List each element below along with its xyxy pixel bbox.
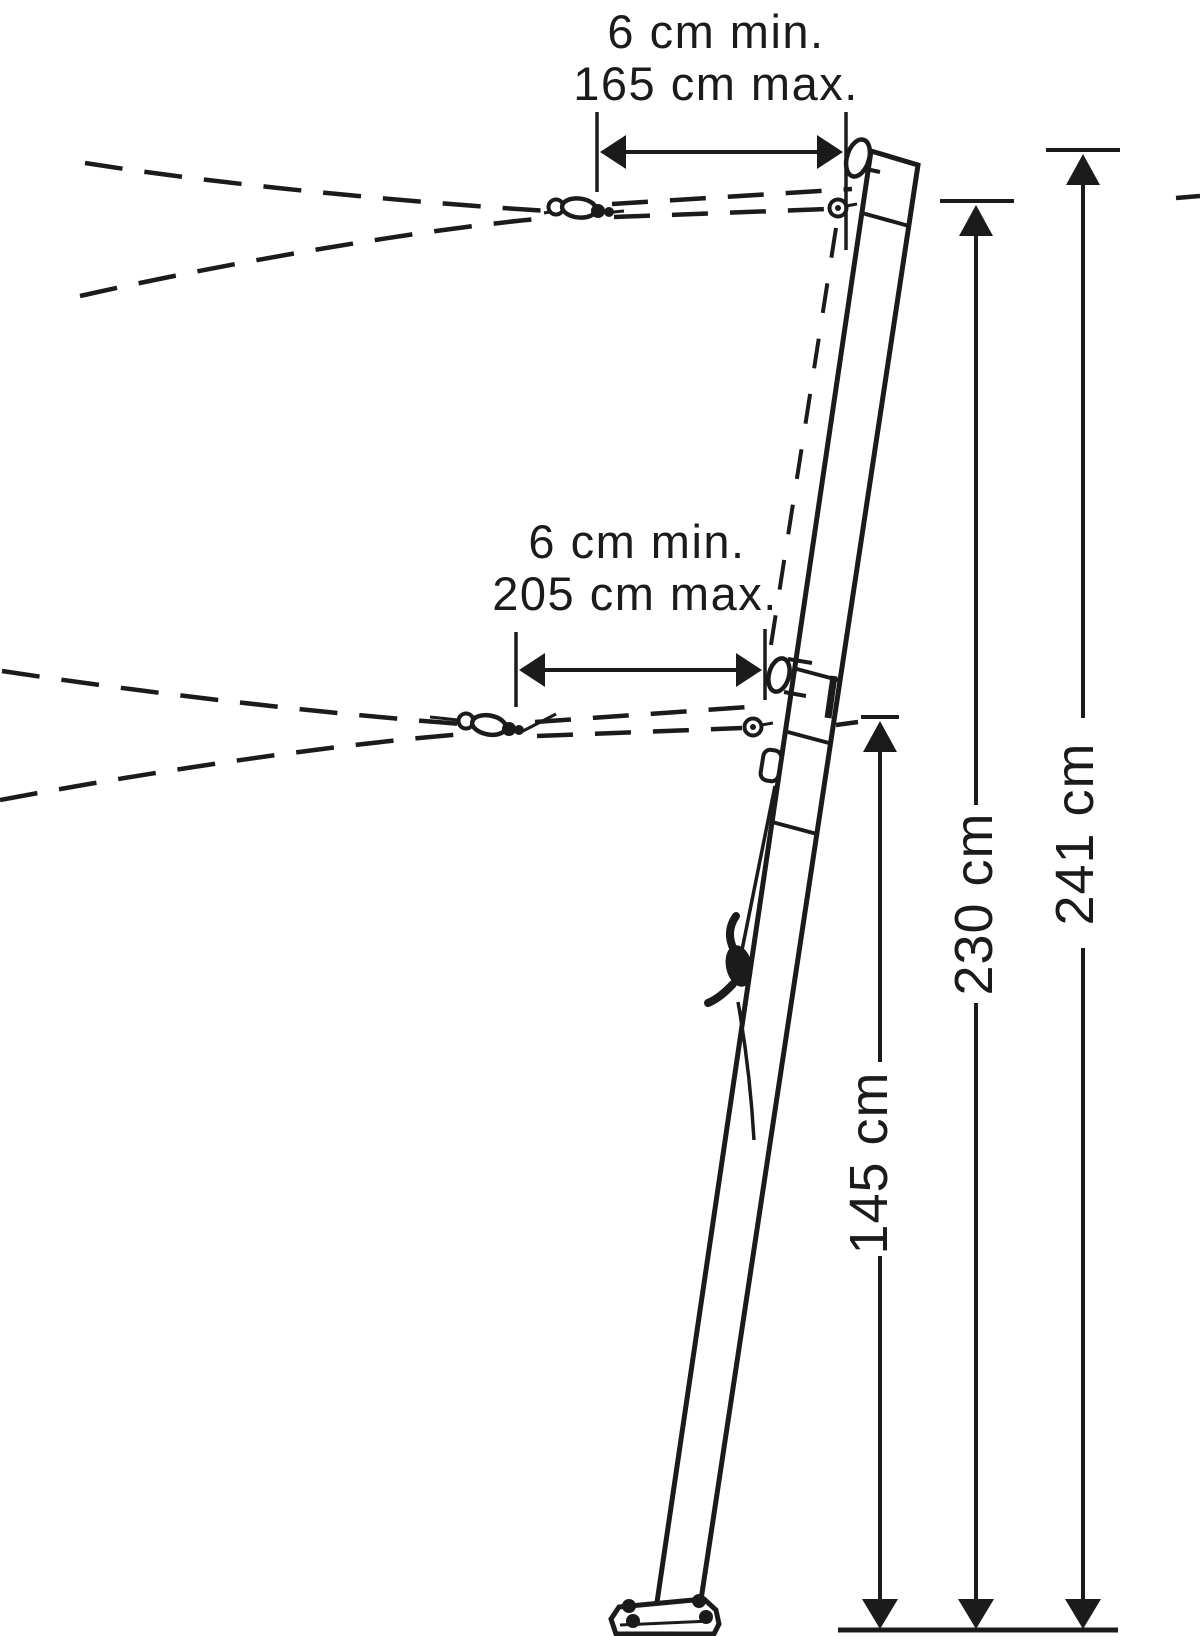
upper-guy-wire-left-a bbox=[84, 160, 549, 214]
middle-dimension-label-max: 205 cm max. bbox=[492, 567, 778, 620]
mid-eyelet-link bbox=[760, 721, 774, 727]
mid-dim-arrow-right bbox=[736, 653, 762, 687]
lower-shackle-lead bbox=[429, 715, 459, 722]
halyard-tail bbox=[736, 1001, 756, 1141]
lower-guy-wire-left-b bbox=[0, 731, 464, 803]
upper-guy-wire-left-b bbox=[79, 215, 549, 299]
mid-dim-arrow-left bbox=[519, 653, 545, 687]
pole-joint-mid-2 bbox=[783, 729, 830, 745]
upper-guy-wire-right-stub bbox=[1175, 193, 1200, 201]
mast-top-fittings bbox=[827, 137, 883, 219]
halyard-dashed-line bbox=[766, 227, 838, 665]
dim230-down-arrow bbox=[958, 1599, 994, 1629]
base-bolt-3 bbox=[626, 1614, 640, 1628]
base-bolt-2 bbox=[692, 1594, 706, 1608]
vertical-dimension-145 bbox=[861, 715, 899, 1629]
top-dimension-label-min: 6 cm min. bbox=[607, 5, 825, 58]
top-horizontal-dimension bbox=[595, 112, 848, 250]
upper-guy-wires bbox=[79, 160, 1200, 299]
cleat-horn-lower bbox=[704, 980, 737, 1007]
mid-pulley-bracket bbox=[783, 657, 813, 698]
lower-shackle-roller-2 bbox=[514, 725, 524, 735]
mid-hook-fitting bbox=[758, 747, 784, 784]
base-plate bbox=[608, 1594, 722, 1636]
upper-shackle bbox=[543, 196, 625, 220]
top-dim-arrow-right bbox=[817, 135, 843, 169]
lower-shackle-roller-1 bbox=[502, 722, 516, 736]
cleat-horn-upper bbox=[726, 912, 740, 954]
upper-shackle-roller-1 bbox=[591, 204, 605, 218]
upper-guy-wire-to-mast-b bbox=[613, 206, 829, 220]
dim145-down-arrow bbox=[862, 1599, 898, 1629]
lower-shackle-tail bbox=[522, 712, 557, 733]
vertical-dimension-241 bbox=[1046, 148, 1120, 1629]
vertical-dimension-label-145: 145 cm bbox=[839, 1071, 899, 1255]
lower-guy-wire-to-mast-b bbox=[536, 725, 743, 739]
lower-guy-wire-right-stub bbox=[835, 719, 859, 728]
cleat-assembly bbox=[704, 785, 777, 1141]
upper-shackle-body bbox=[559, 196, 599, 220]
lower-guy-wire-to-mast-a bbox=[534, 704, 749, 725]
dim241-up-arrow bbox=[1066, 154, 1100, 185]
lower-guy-wire-left-a bbox=[1, 668, 463, 727]
vertical-dimension-label-230: 230 cm bbox=[944, 812, 1004, 996]
middle-horizontal-dimension bbox=[514, 629, 767, 707]
top-dim-arrow-left bbox=[600, 135, 626, 169]
halyard-upper-run bbox=[740, 785, 777, 951]
base-bolt-1 bbox=[622, 1599, 636, 1613]
top-guy-eyelet-pin bbox=[835, 205, 841, 211]
mid-guy-eyelet-pin bbox=[750, 724, 756, 730]
lower-guy-wires bbox=[0, 668, 859, 803]
lower-shackle-body bbox=[469, 712, 509, 738]
top-eyelet-link bbox=[845, 202, 858, 208]
vertical-dimension-230 bbox=[940, 199, 1014, 1629]
top-dimension-label-max: 165 cm max. bbox=[573, 57, 859, 110]
mid-pulley-sheave bbox=[766, 656, 792, 694]
mast-mid-fittings bbox=[742, 656, 813, 784]
pole-joint-top bbox=[861, 211, 910, 228]
cleat-body bbox=[725, 945, 753, 987]
vertical-dimension-label-241: 241 cm bbox=[1045, 742, 1105, 926]
dim230-up-arrow bbox=[959, 205, 993, 236]
pole-edge-shade bbox=[824, 675, 838, 719]
upper-guy-wire-to-mast-a bbox=[611, 186, 853, 207]
middle-dimension-label-min: 6 cm min. bbox=[528, 515, 746, 568]
top-finial-nub bbox=[865, 148, 883, 174]
dim241-down-arrow bbox=[1065, 1599, 1101, 1629]
base-bolt-4 bbox=[699, 1610, 713, 1624]
upper-shackle-roller-2 bbox=[604, 207, 614, 217]
dim145-up-arrow bbox=[863, 721, 897, 752]
pole-joint-mid-3 bbox=[771, 820, 818, 836]
upper-shackle-tail bbox=[612, 209, 625, 214]
lower-shackle bbox=[429, 711, 557, 738]
